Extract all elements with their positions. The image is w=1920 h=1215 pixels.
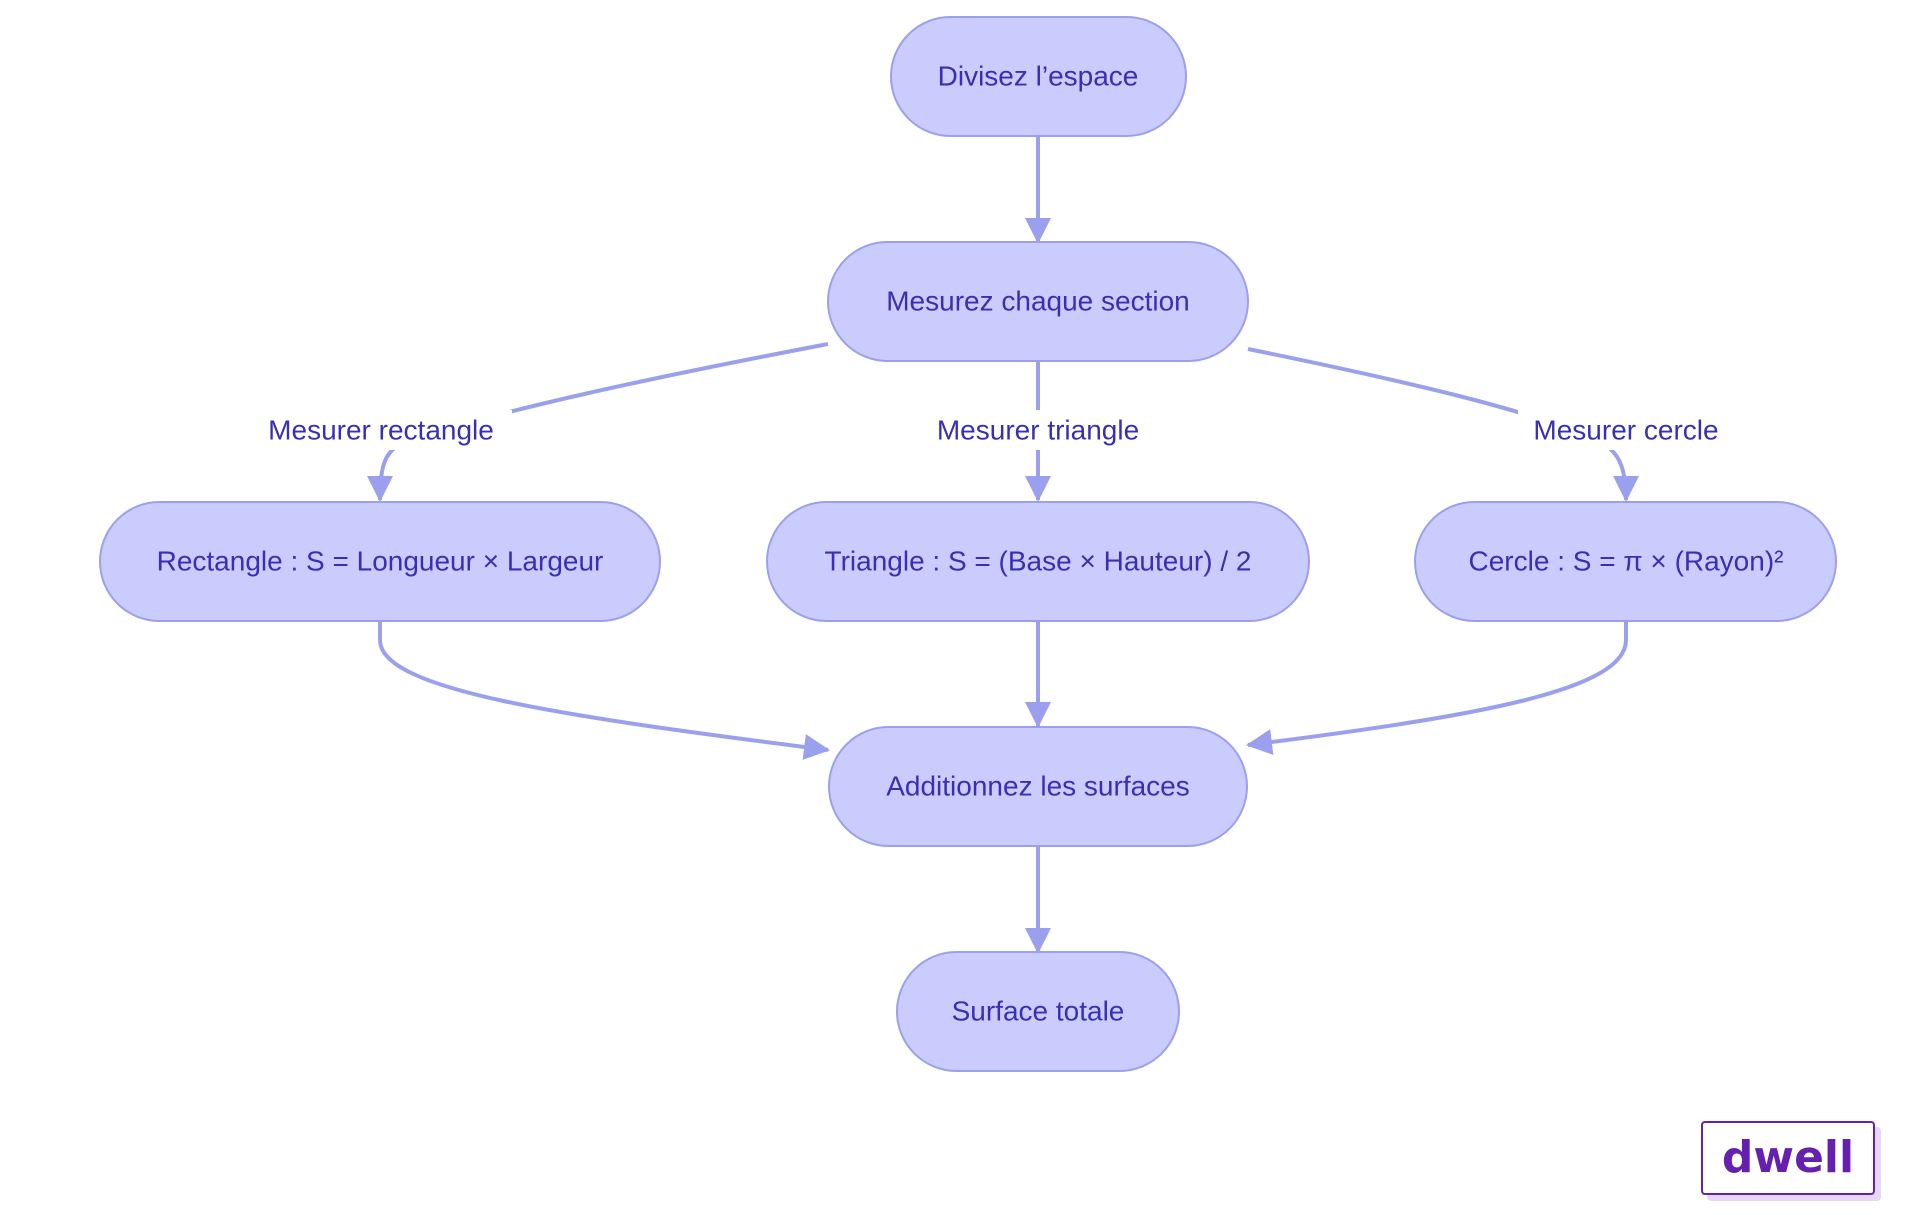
node-divide-label: Divisez l’espace — [938, 61, 1139, 92]
node-divide[interactable]: Divisez l’espace — [890, 16, 1187, 137]
edge-label-rectangle: Mesurer rectangle — [250, 410, 512, 450]
node-total-label: Surface totale — [952, 996, 1125, 1027]
node-measure[interactable]: Mesurez chaque section — [827, 241, 1249, 362]
edge-circle-to-sum — [1246, 622, 1628, 755]
dwell-logo-text: dwell — [1721, 1132, 1855, 1183]
edge-rectangle-to-sum — [378, 622, 830, 760]
dwell-logo: dwell — [1701, 1121, 1875, 1195]
node-rectangle-label: Rectangle : S = Longueur × Largeur — [157, 546, 604, 577]
node-sum[interactable]: Additionnez les surfaces — [828, 726, 1248, 847]
edge-label-triangle-text: Mesurer triangle — [937, 415, 1139, 446]
node-triangle-label: Triangle : S = (Base × Hauteur) / 2 — [825, 546, 1252, 577]
edge-label-triangle: Mesurer triangle — [918, 410, 1158, 450]
edge-label-circle-text: Mesurer cercle — [1533, 415, 1718, 446]
node-circle-label: Cercle : S = π × (Rayon)² — [1469, 546, 1784, 577]
edge-label-circle: Mesurer cercle — [1518, 410, 1734, 450]
node-sum-label: Additionnez les surfaces — [886, 771, 1190, 802]
edge-label-rectangle-text: Mesurer rectangle — [268, 415, 494, 446]
node-triangle[interactable]: Triangle : S = (Base × Hauteur) / 2 — [766, 501, 1310, 622]
node-total[interactable]: Surface totale — [896, 951, 1180, 1072]
node-circle[interactable]: Cercle : S = π × (Rayon)² — [1414, 501, 1837, 622]
node-rectangle[interactable]: Rectangle : S = Longueur × Largeur — [99, 501, 661, 622]
node-measure-label: Mesurez chaque section — [886, 286, 1190, 317]
